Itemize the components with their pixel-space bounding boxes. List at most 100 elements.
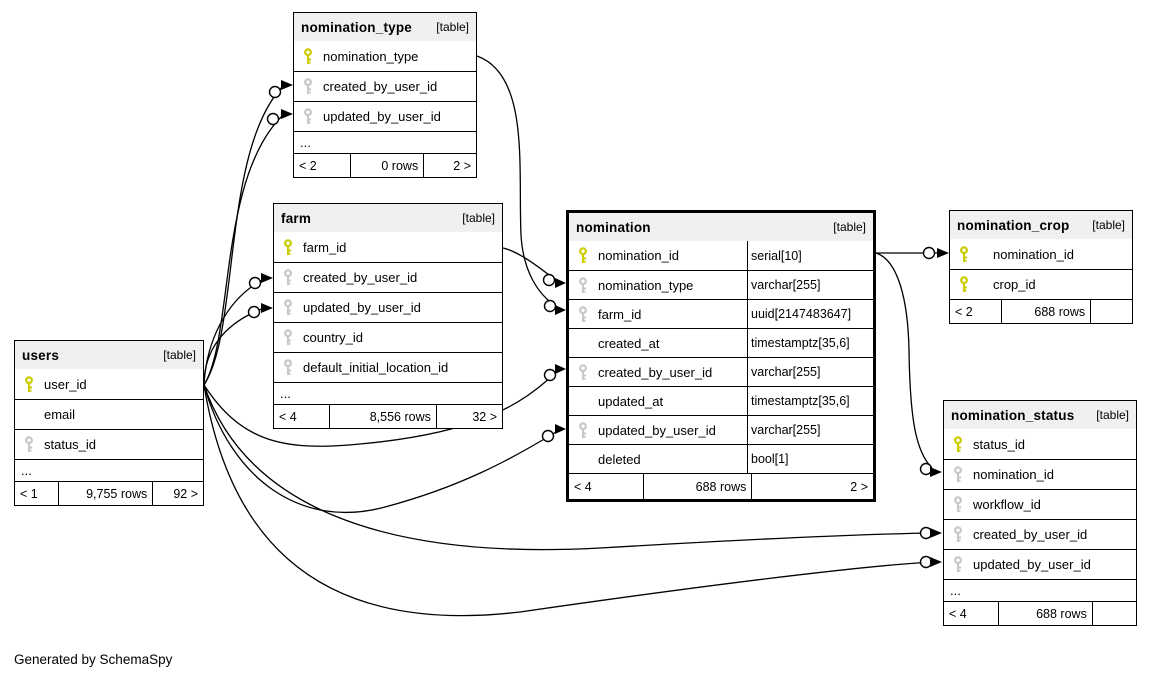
column-name: crop_id (993, 277, 1036, 292)
child-count: 2 > (423, 154, 476, 177)
column-name: user_id (44, 376, 87, 392)
column-name: created_by_user_id (303, 270, 418, 285)
cardinality-circle (922, 246, 936, 260)
table-title: nomination (576, 219, 651, 235)
table-title: users (22, 347, 60, 363)
column-type: varchar[255] (747, 271, 873, 299)
cardinality-circle (919, 526, 933, 540)
column-row: deleted bool[1] (569, 444, 873, 473)
no-key-spacer (576, 451, 589, 468)
arrowhead-icon (555, 424, 566, 434)
table-header: nomination_crop [table] (950, 211, 1132, 239)
cardinality-circle (266, 112, 280, 126)
column-row: updated_by_user_id (944, 549, 1136, 579)
cardinality-circle (543, 299, 557, 313)
column-name: created_by_user_id (323, 79, 438, 94)
cardinality-circle (248, 276, 262, 290)
column-name: updated_by_user_id (598, 422, 716, 438)
cardinality-circle (542, 273, 556, 287)
table-footer: < 4 688 rows (944, 601, 1136, 625)
table-tag: [table] (436, 20, 469, 34)
foreign-key-icon (951, 526, 964, 543)
arrowhead-icon (261, 303, 273, 313)
generator-note: Generated by SchemaSpy (14, 652, 173, 667)
table-header: users [table] (15, 341, 203, 369)
row-count: 688 rows (997, 602, 1092, 625)
relationship (502, 247, 566, 288)
arrowhead-icon (555, 278, 566, 288)
column-name: created_by_user_id (598, 364, 713, 380)
relationship (203, 80, 293, 386)
relationship-line (203, 307, 265, 386)
column-row: updated_by_user_id varchar[255] (569, 415, 873, 444)
table-title: nomination_crop (957, 217, 1070, 233)
relationship-line (203, 114, 284, 386)
column-type: timestamptz[35,6] (747, 387, 873, 415)
column-row: nomination_id (950, 239, 1132, 269)
relationship-line (203, 278, 265, 386)
relationship-line (203, 384, 933, 617)
foreign-key-icon (951, 496, 964, 513)
relationship-line (203, 371, 557, 447)
column-name: nomination_type (323, 48, 419, 64)
column-name: updated_by_user_id (323, 109, 441, 124)
column-row: farm_id uuid[2147483647] (569, 299, 873, 328)
table-nomination[interactable]: nomination [table] nomination_id serial[… (566, 210, 876, 502)
primary-key-icon (281, 238, 294, 256)
primary-key-icon (576, 247, 589, 264)
column-row: crop_id (950, 269, 1132, 299)
column-row: created_by_user_id varchar[255] (569, 357, 873, 386)
column-name: status_id (44, 437, 97, 452)
table-title: farm (281, 210, 312, 226)
column-row: nomination_id (944, 459, 1136, 489)
table-farm[interactable]: farm [table] farm_id created_by_user_id … (273, 203, 503, 429)
column-row: updated_at timestamptz[35,6] (569, 386, 873, 415)
primary-key-icon (22, 375, 35, 393)
column-row: status_id (15, 429, 203, 459)
relationship (203, 109, 293, 386)
table-title: nomination_status (951, 407, 1075, 423)
relationship (876, 246, 949, 260)
column-name: farm_id (598, 306, 642, 322)
column-row: country_id (274, 322, 502, 352)
column-row: nomination_type (294, 41, 476, 71)
no-key-spacer (576, 393, 589, 410)
ellipsis-row: ... (15, 459, 203, 481)
column-name: email (44, 407, 76, 422)
foreign-key-icon (576, 305, 589, 323)
cardinality-circle (268, 85, 282, 99)
column-name: nomination_id (598, 248, 679, 263)
foreign-key-icon (281, 299, 294, 316)
table-header: nomination_type [table] (294, 13, 476, 41)
cardinality-circle (919, 555, 933, 569)
column-name: country_id (303, 330, 363, 345)
arrowhead-icon (281, 109, 293, 119)
foreign-key-icon (576, 421, 589, 439)
column-row: user_id (15, 369, 203, 399)
column-row: created_by_user_id (294, 71, 476, 101)
row-count: 688 rows (643, 474, 751, 499)
column-row: farm_id (274, 232, 502, 262)
cardinality-circle (247, 305, 261, 319)
primary-key-icon (301, 47, 314, 65)
arrowhead-icon (937, 248, 949, 258)
table-nomination-status[interactable]: nomination_status [table] status_id nomi… (943, 400, 1137, 626)
table-users[interactable]: users [table] user_id email status_id ..… (14, 340, 204, 506)
arrowhead-icon (555, 305, 566, 315)
relationship-line (203, 85, 284, 386)
column-row: default_initial_location_id (274, 352, 502, 382)
column-name: nomination_type (598, 277, 694, 293)
table-nomination-type[interactable]: nomination_type [table] nomination_type … (293, 12, 477, 178)
table-tag: [table] (1096, 408, 1129, 422)
foreign-key-icon (281, 269, 294, 286)
column-name: updated_by_user_id (973, 557, 1091, 572)
arrowhead-icon (555, 364, 566, 374)
ellipsis-row: ... (294, 131, 476, 153)
table-tag: [table] (163, 348, 196, 362)
column-type: bool[1] (747, 445, 873, 473)
foreign-key-icon (281, 359, 294, 376)
column-name: created_at (598, 335, 660, 351)
table-nomination-crop[interactable]: nomination_crop [table] nomination_id cr… (949, 210, 1133, 324)
